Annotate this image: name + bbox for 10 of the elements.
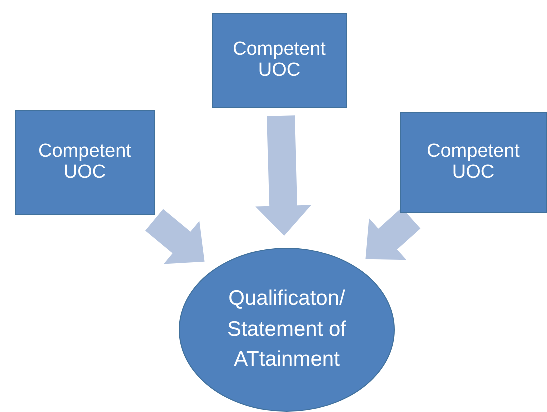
unit-box	[212, 13, 347, 108]
node-label: Competent UOC	[38, 142, 132, 184]
node-label: Competent UOC	[232, 40, 327, 82]
node-label: Qualificaton/ Statement of ATtainment	[226, 286, 348, 374]
block-arrow	[256, 116, 312, 236]
unit-box	[15, 110, 155, 215]
node-label: Competent UOC	[426, 142, 521, 184]
block-arrow	[146, 209, 205, 264]
unit-box	[400, 112, 547, 213]
block-arrow	[366, 208, 421, 260]
